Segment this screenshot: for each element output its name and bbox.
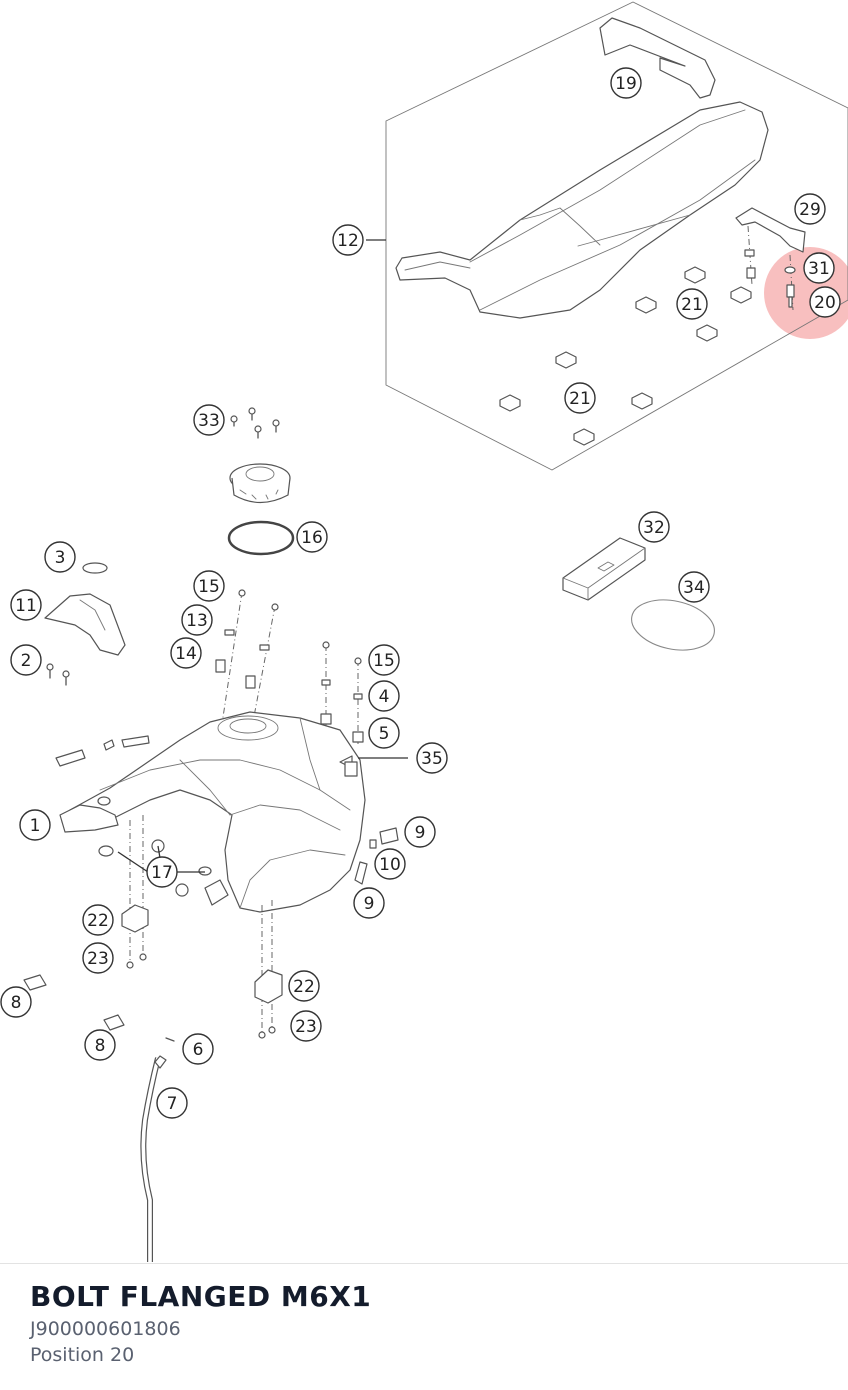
callout-number: 15 [198,577,220,597]
callout-9: 9 [353,887,385,919]
part-info-panel: BOLT FLANGED M6X1 J900000601806 Position… [30,1278,830,1368]
callout-16: 16 [296,521,328,553]
callout-number: 20 [814,293,836,313]
callout-4: 4 [368,680,400,712]
callout-8: 8 [84,1029,116,1061]
callout-number: 16 [301,528,323,548]
callout-17: 17 [146,856,178,888]
callout-29: 29 [794,193,826,225]
callout-number: 9 [415,823,426,843]
cap-screws [230,407,280,439]
callout-22: 22 [288,970,320,1002]
part-name: BOLT FLANGED M6X1 [30,1280,372,1313]
callout-number: 31 [808,259,830,279]
side-cover [44,593,126,656]
callout-10: 10 [374,848,406,880]
callout-3: 3 [44,541,76,573]
callout-number: 13 [186,611,208,631]
callout-33: 33 [193,404,225,436]
callout-number: 34 [683,578,705,598]
callout-number: 6 [193,1040,204,1060]
callout-21: 21 [676,288,708,320]
callout-15: 15 [193,570,225,602]
callout-7: 7 [156,1087,188,1119]
callout-11: 11 [10,589,42,621]
callout-13: 13 [181,604,213,636]
callout-number: 4 [379,687,390,707]
fuel-tank [61,711,366,913]
callout-number: 33 [198,411,220,431]
seat [395,101,769,319]
callout-number: 23 [295,1017,317,1037]
seat-clips [499,266,752,446]
tool-pouch [562,537,646,601]
callout-number: 8 [11,993,22,1013]
seat-bracket [735,207,806,253]
callout-12: 12 [332,224,364,256]
callout-number: 21 [569,389,591,409]
callout-number: 10 [379,855,401,875]
callout-34: 34 [678,571,710,603]
part-number: J900000601806 [30,1318,181,1340]
callout-23: 23 [82,942,114,974]
callout-35: 35 [416,742,448,774]
callout-32: 32 [638,511,670,543]
callout-number: 5 [379,724,390,744]
callout-number: 7 [167,1094,178,1114]
callout-number: 23 [87,949,109,969]
callout-number: 14 [175,644,197,664]
tank-o-ring [227,520,295,556]
callout-number: 12 [337,231,359,251]
callout-number: 3 [55,548,66,568]
callout-31: 31 [803,252,835,284]
callout-22: 22 [82,904,114,936]
callout-8: 8 [0,986,32,1018]
callout-number: 17 [151,863,173,883]
callout-23: 23 [290,1010,322,1042]
callout-14: 14 [170,637,202,669]
callout-number: 29 [799,200,821,220]
grab-handle [599,17,716,99]
part-position: Position 20 [30,1344,135,1366]
callout-number: 15 [373,651,395,671]
callout-15: 15 [368,644,400,676]
callout-number: 32 [643,518,665,538]
callout-5: 5 [368,717,400,749]
callout-9: 9 [404,816,436,848]
seat-group-frame [385,1,848,471]
callout-number: 19 [615,74,637,94]
callout-number: 8 [95,1036,106,1056]
callout-2: 2 [10,644,42,676]
decal-oval [631,599,715,651]
callout-1: 1 [19,809,51,841]
callout-number: 9 [364,894,375,914]
fuel-cap [229,463,291,504]
callout-6: 6 [182,1033,214,1065]
callout-number: 35 [421,749,443,769]
callout-19: 19 [610,67,642,99]
callout-21: 21 [564,382,596,414]
callout-number: 1 [30,816,41,836]
callout-number: 11 [15,596,37,616]
callout-number: 22 [293,977,315,997]
callout-20: 20 [809,286,841,318]
callout-number: 2 [21,651,32,671]
callout-number: 22 [87,911,109,931]
callout-number: 21 [681,295,703,315]
footer-divider [0,1263,848,1264]
